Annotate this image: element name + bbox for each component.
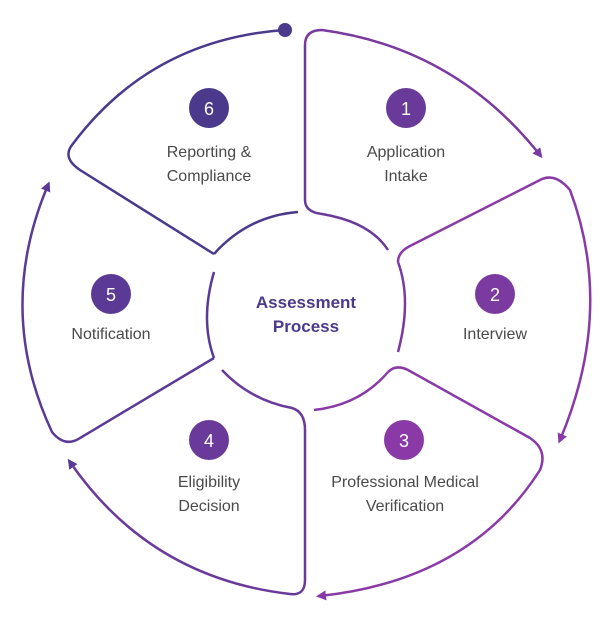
- step-6-badge: [189, 88, 229, 128]
- step-1-number: 1: [401, 99, 411, 119]
- segment-6-outline: [67, 28, 285, 256]
- step-2-label-line1: Interview: [463, 326, 527, 343]
- step-3-number: 3: [399, 431, 409, 451]
- step-1-label-line2: Intake: [384, 168, 428, 185]
- step-1-label-line1: Application: [367, 144, 445, 161]
- segment-1-outline: [303, 28, 543, 159]
- segment-2-outline: [396, 176, 592, 444]
- step-6-number: 6: [204, 99, 214, 119]
- step-5-label-line1: Notification: [71, 326, 150, 343]
- segment-5-edge: [21, 181, 215, 444]
- segment-6-inner: [213, 210, 299, 255]
- step-2-number: 2: [490, 285, 500, 305]
- segment-1-inner: [303, 45, 390, 251]
- step-5-badge: [91, 274, 131, 314]
- step-2-badge: [475, 274, 515, 314]
- step-4-badge: [189, 420, 229, 460]
- segment-4-edge: [67, 430, 307, 596]
- step-1-badge: [386, 88, 426, 128]
- step-6-label-line2: Compliance: [167, 168, 252, 185]
- step-4-label-line1: Eligibility: [178, 474, 240, 491]
- center-title-line1: Assessment: [256, 293, 357, 312]
- segment-5-outline: [205, 271, 216, 359]
- step-5-number: 5: [106, 285, 116, 305]
- step-3-badge: [384, 420, 424, 460]
- segment-3-inner: [313, 371, 389, 412]
- step-4-number: 4: [204, 431, 214, 451]
- segment-3-outline: [316, 366, 544, 601]
- segment-2-inner: [396, 261, 407, 353]
- step-6-label-line1: Reporting &: [167, 144, 252, 161]
- step-3-label-line1: Professional Medical: [331, 474, 479, 491]
- segment-4-outline: [221, 369, 307, 431]
- start-dot: [278, 23, 292, 37]
- step-4-label-line2: Decision: [178, 498, 239, 515]
- center-title-line2: Process: [273, 317, 339, 336]
- step-3-label-line2: Verification: [366, 498, 444, 515]
